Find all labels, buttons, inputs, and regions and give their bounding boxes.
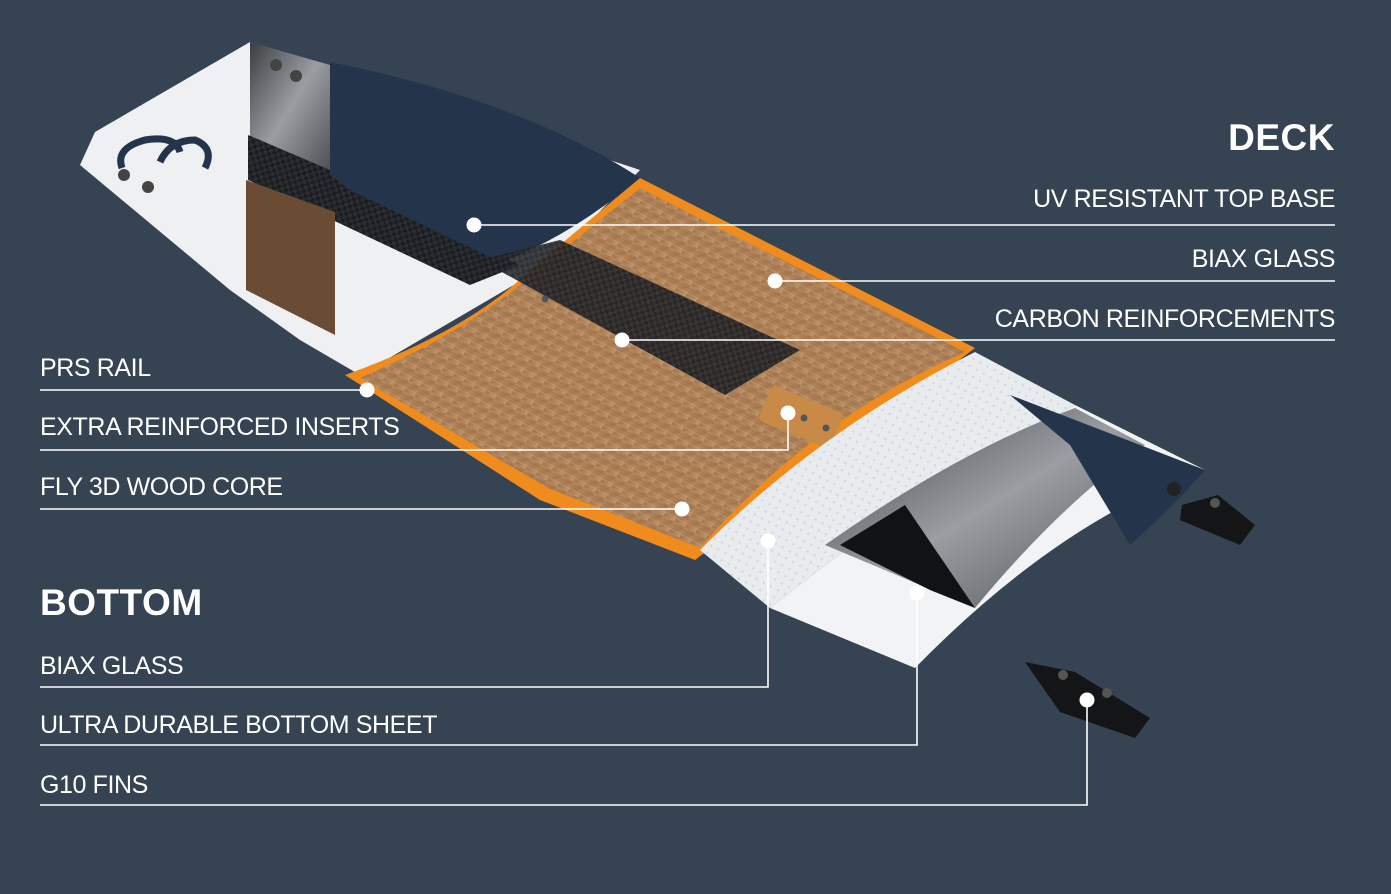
fin-screw	[1102, 688, 1112, 698]
label-bottom-biax-glass: BIAX GLASS	[40, 652, 184, 680]
bottom-heading: BOTTOM	[40, 582, 203, 623]
screw	[1167, 482, 1181, 496]
marker-g10-fins	[1079, 692, 1095, 708]
label-extra-reinforced-inserts: EXTRA REINFORCED INSERTS	[40, 413, 400, 441]
brand-logo-icon	[117, 135, 212, 170]
insert-hole	[800, 414, 808, 422]
layer-carbon-reinforcement	[480, 240, 800, 395]
insert-hole	[541, 295, 549, 303]
screw	[270, 59, 282, 71]
label-deck-biax-glass: BIAX GLASS	[1191, 245, 1336, 273]
leader-inserts	[40, 413, 789, 451]
board-carbon-strip	[248, 135, 520, 285]
leader-lines	[40, 217, 1335, 806]
label-carbon-reinforcements: CARBON REINFORCEMENTS	[994, 305, 1336, 333]
leader-bottom-sheet	[40, 593, 918, 746]
label-fly-3d-wood-core: FLY 3D WOOD CORE	[40, 473, 283, 501]
board-illustration	[80, 42, 1255, 738]
marker-uv-top-base	[466, 217, 482, 233]
screw	[290, 70, 302, 82]
layer-wood-core	[360, 188, 965, 548]
screw	[142, 181, 154, 193]
label-prs-rail: PRS RAIL	[40, 354, 151, 382]
marker-prs-rail	[359, 382, 375, 398]
board-photo-panel	[246, 180, 335, 335]
screw	[118, 169, 130, 181]
fin-icon	[1180, 495, 1255, 545]
marker-carbon-reinforcements	[614, 332, 630, 348]
board-tip-graphic	[250, 42, 330, 175]
bottom-navy-panel	[1010, 395, 1205, 545]
marker-bottom-sheet	[909, 585, 925, 601]
leader-g10-fins	[40, 700, 1088, 806]
marker-inserts	[780, 405, 796, 421]
marker-bottom-biax-glass	[760, 533, 776, 549]
label-g10-fins: G10 FINS	[40, 771, 148, 799]
layer-bottom-biax-glass	[700, 352, 1075, 608]
marker-wood-core	[674, 501, 690, 517]
leader-bottom-biax-glass	[40, 541, 769, 688]
fin-screw	[1058, 670, 1068, 680]
insert-hole	[822, 424, 830, 432]
label-uv-resistant-top-base: UV RESISTANT TOP BASE	[1033, 185, 1335, 213]
layer-uv-top-base	[330, 62, 640, 262]
fin-screw	[1210, 498, 1220, 508]
label-ultra-durable-bottom-sheet: ULTRA DURABLE BOTTOM SHEET	[40, 711, 438, 739]
bottom-sheet-black-band	[840, 505, 975, 608]
deck-heading: DECK	[1228, 117, 1335, 158]
marker-deck-biax-glass	[767, 273, 783, 289]
